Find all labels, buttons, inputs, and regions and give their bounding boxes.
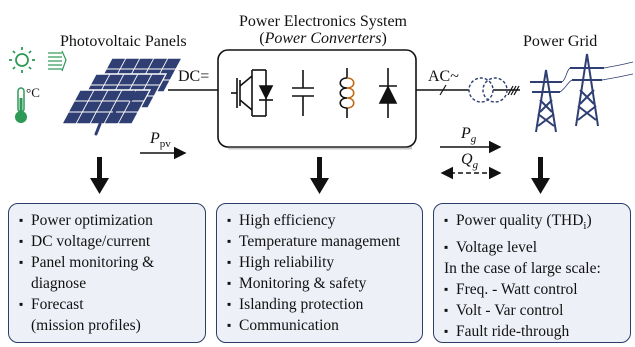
list-item: Monitoring & safety bbox=[227, 273, 422, 294]
pg-label: Pg bbox=[460, 125, 477, 145]
solar-panel-icon bbox=[60, 57, 184, 136]
converter-functions-list: High efficiencyTemperature managementHig… bbox=[227, 210, 422, 336]
down-arrows bbox=[90, 157, 550, 194]
list-item: Fault ride-through bbox=[444, 321, 630, 342]
pv-label: Photovoltaic Panels bbox=[60, 33, 187, 50]
sunlight-rays bbox=[48, 50, 67, 72]
transformer-icon bbox=[468, 77, 508, 103]
inductor-icon bbox=[339, 68, 355, 118]
pv-functions-list: Power optimizationDC voltage/currentPane… bbox=[19, 210, 205, 336]
list-item: diagnose bbox=[31, 275, 87, 292]
qg-label: Qg bbox=[461, 151, 479, 171]
list-item: Islanding protection bbox=[227, 294, 422, 315]
list-item: In the case of large scale: bbox=[444, 260, 601, 278]
list-item: Communication bbox=[227, 315, 422, 336]
list-item: High reliability bbox=[227, 252, 422, 273]
celsius-label: °C bbox=[26, 85, 40, 100]
list-item: High efficiency bbox=[227, 210, 422, 231]
list-item: Power optimization bbox=[19, 210, 205, 231]
list-item: DC voltage/current bbox=[19, 231, 205, 252]
ac-label: AC~ bbox=[428, 68, 459, 85]
converter-functions-box: High efficiencyTemperature managementHig… bbox=[216, 203, 423, 343]
system-title: Power Electronics System bbox=[239, 13, 408, 30]
sun-icon bbox=[9, 47, 35, 73]
dc-label: DC= bbox=[178, 68, 209, 85]
transmission-tower-icon bbox=[530, 53, 634, 133]
list-item: (mission profiles) bbox=[31, 317, 141, 334]
list-item: Forecast bbox=[19, 294, 205, 315]
ppv-label: Ppv bbox=[149, 130, 171, 150]
list-item: Freq. - Watt control bbox=[444, 279, 630, 300]
list-item: Power quality (THDi) bbox=[444, 210, 630, 237]
thermometer-icon bbox=[15, 87, 27, 123]
diode-icon bbox=[378, 68, 398, 118]
converter-box bbox=[217, 49, 417, 148]
list-item: Volt - Var control bbox=[444, 300, 630, 321]
system-subtitle-text: Power Converters bbox=[264, 30, 382, 47]
grid-label: Power Grid bbox=[523, 33, 597, 50]
list-item: Voltage level bbox=[444, 237, 630, 258]
grid-functions-list: Power quality (THDi)Voltage level In the … bbox=[444, 210, 630, 342]
grid-functions-box: Power quality (THDi)Voltage level In the … bbox=[433, 203, 631, 343]
system-subtitle: (Power Converters) bbox=[259, 30, 387, 47]
igbt-icon bbox=[231, 69, 274, 117]
list-item: Panel monitoring & bbox=[19, 252, 205, 273]
capacitor-icon bbox=[292, 70, 314, 116]
list-item: Temperature management bbox=[227, 231, 422, 252]
pv-functions-box: Power optimizationDC voltage/currentPane… bbox=[8, 203, 206, 343]
